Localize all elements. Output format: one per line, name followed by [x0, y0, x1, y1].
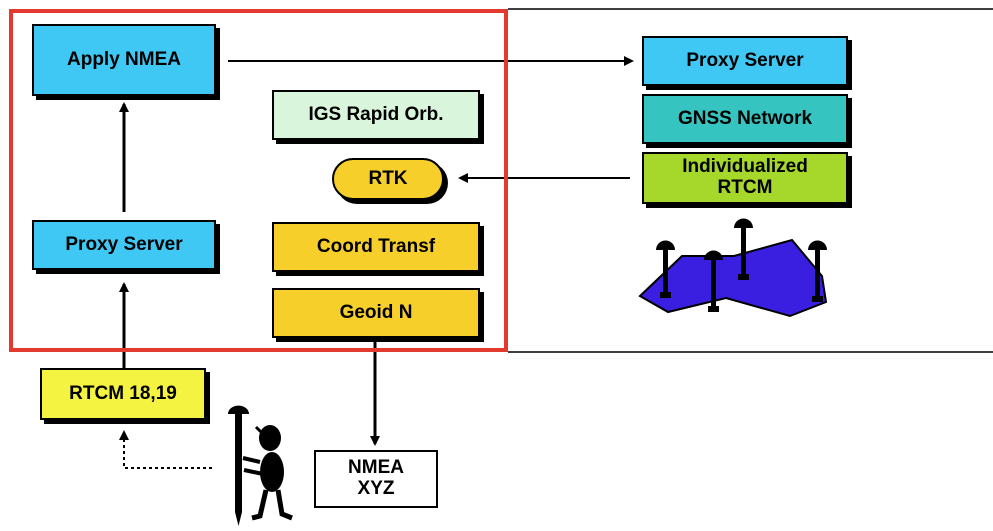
proxy-server-right-box: Proxy Server: [642, 36, 848, 86]
coord-transf-box: Coord Transf: [272, 222, 480, 272]
processing-frame: [9, 9, 508, 352]
rtk-box: RTK: [332, 158, 444, 200]
antenna-icon: [704, 250, 723, 312]
nmea-xyz-box: NMEA XYZ: [314, 450, 438, 508]
gnss-network-box: GNSS Network: [642, 94, 848, 144]
individualized-rtcm-box: Individualized RTCM: [642, 152, 848, 204]
antenna-icon: [734, 218, 753, 280]
antenna-icon: [808, 240, 827, 302]
antenna-icon: [656, 240, 675, 298]
surveyor-icon: [228, 405, 293, 526]
gnss-network-illustration: [638, 218, 828, 318]
apply-nmea-box: Apply NMEA: [32, 24, 216, 96]
dotted-arrow-surveyor-to-rtcm: [119, 430, 212, 469]
igs-rapid-orb-box: IGS Rapid Orb.: [272, 90, 480, 140]
geoid-n-box: Geoid N: [272, 288, 480, 338]
rtcm-18-19-box: RTCM 18,19: [40, 368, 206, 420]
proxy-server-left-box: Proxy Server: [32, 220, 216, 270]
